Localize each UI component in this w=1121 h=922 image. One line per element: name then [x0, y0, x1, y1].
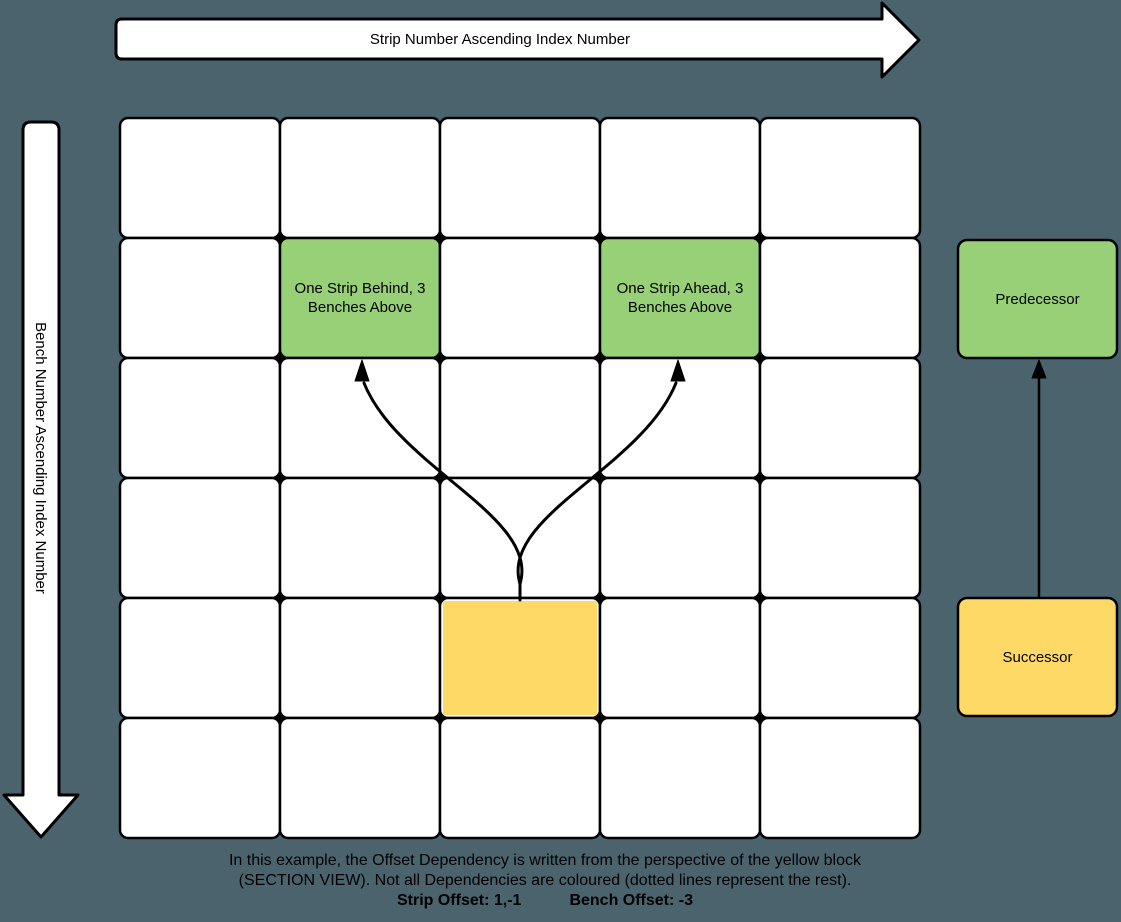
grid-cell — [438, 236, 602, 360]
caption-line-2: (SECTION VIEW). Not all Dependencies are… — [238, 872, 852, 889]
grid-cell — [758, 596, 922, 720]
grid-cell — [278, 116, 442, 240]
block-grid — [118, 116, 922, 840]
arrowhead-left-icon — [354, 359, 370, 382]
connection-point-diamond-icon — [435, 713, 445, 723]
caption-offsets: Strip Offset: 1,-1 Bench Offset: -3 — [397, 891, 693, 911]
grid-cell — [118, 116, 282, 240]
connection-point-diamond-icon — [275, 353, 285, 363]
connection-point-diamond-icon — [755, 353, 765, 363]
grid-cell — [438, 716, 602, 840]
grid-cell — [278, 476, 442, 600]
successor-label: Successor — [1002, 648, 1073, 666]
connection-point-diamond-icon — [435, 233, 445, 243]
predecessor-label: Predecessor — [995, 290, 1080, 308]
caption: In this example, the Offset Dependency i… — [0, 851, 1090, 911]
connection-point-diamond-icon — [595, 473, 605, 483]
yellow-block — [443, 601, 597, 715]
connection-point-diamond-icon — [595, 713, 605, 723]
connection-point-diamond-icon — [755, 593, 765, 603]
grid-cell — [758, 356, 922, 480]
grid-cell — [598, 476, 762, 600]
caption-line-1: In this example, the Offset Dependency i… — [228, 852, 861, 869]
connection-point-diamond-icon — [755, 473, 765, 483]
grid-cell — [598, 596, 762, 720]
grid-cell — [758, 716, 922, 840]
grid-cell — [118, 596, 282, 720]
grid-cell — [758, 476, 922, 600]
grid-cell — [758, 116, 922, 240]
grid-cell — [118, 236, 282, 360]
grid-cell — [438, 356, 602, 480]
grid-cell — [758, 236, 922, 360]
dependency-arrow-right — [516, 381, 678, 586]
predecessor-block — [956, 238, 1119, 360]
grid-cell — [118, 356, 282, 480]
bench-axis-arrow — [2, 120, 80, 839]
grid-cell — [118, 716, 282, 840]
grid-cell — [278, 716, 442, 840]
strip-axis-label: Strip Number Ascending Index Number — [369, 30, 631, 48]
connection-point-diamond-icon — [275, 713, 285, 723]
grid-cell — [438, 116, 602, 240]
connection-point-diamond-icon — [275, 233, 285, 243]
grid-cell — [598, 116, 762, 240]
arrowhead-right-icon — [670, 359, 686, 382]
grid-cell — [118, 476, 282, 600]
strip-axis-arrow — [114, 1, 921, 79]
connection-point-diamond-icon — [595, 593, 605, 603]
strip-offset-value: Strip Offset: 1,-1 — [396, 892, 522, 909]
successor-block — [956, 596, 1119, 718]
connection-point-diamond-icon — [275, 593, 285, 603]
connection-point-diamond-icon — [435, 593, 445, 603]
connection-points — [275, 233, 765, 723]
connection-point-diamond-icon — [275, 473, 285, 483]
connection-point-diamond-icon — [755, 713, 765, 723]
connection-point-diamond-icon — [435, 353, 445, 363]
grid-cell — [598, 716, 762, 840]
offset-ahead-label: One Strip Ahead, 3 Benches Above — [616, 279, 744, 317]
connection-point-diamond-icon — [435, 473, 445, 483]
grid-cell — [278, 596, 442, 720]
connection-point-diamond-icon — [755, 233, 765, 243]
arrowhead-up-icon — [1031, 359, 1047, 379]
bench-offset-value: Bench Offset: -3 — [569, 892, 694, 909]
connection-point-diamond-icon — [595, 233, 605, 243]
offset-behind-label: One Strip Behind, 3 Benches Above — [294, 279, 426, 317]
bench-axis-label: Bench Number Ascending Index Number — [32, 322, 50, 594]
connection-point-diamond-icon — [595, 353, 605, 363]
